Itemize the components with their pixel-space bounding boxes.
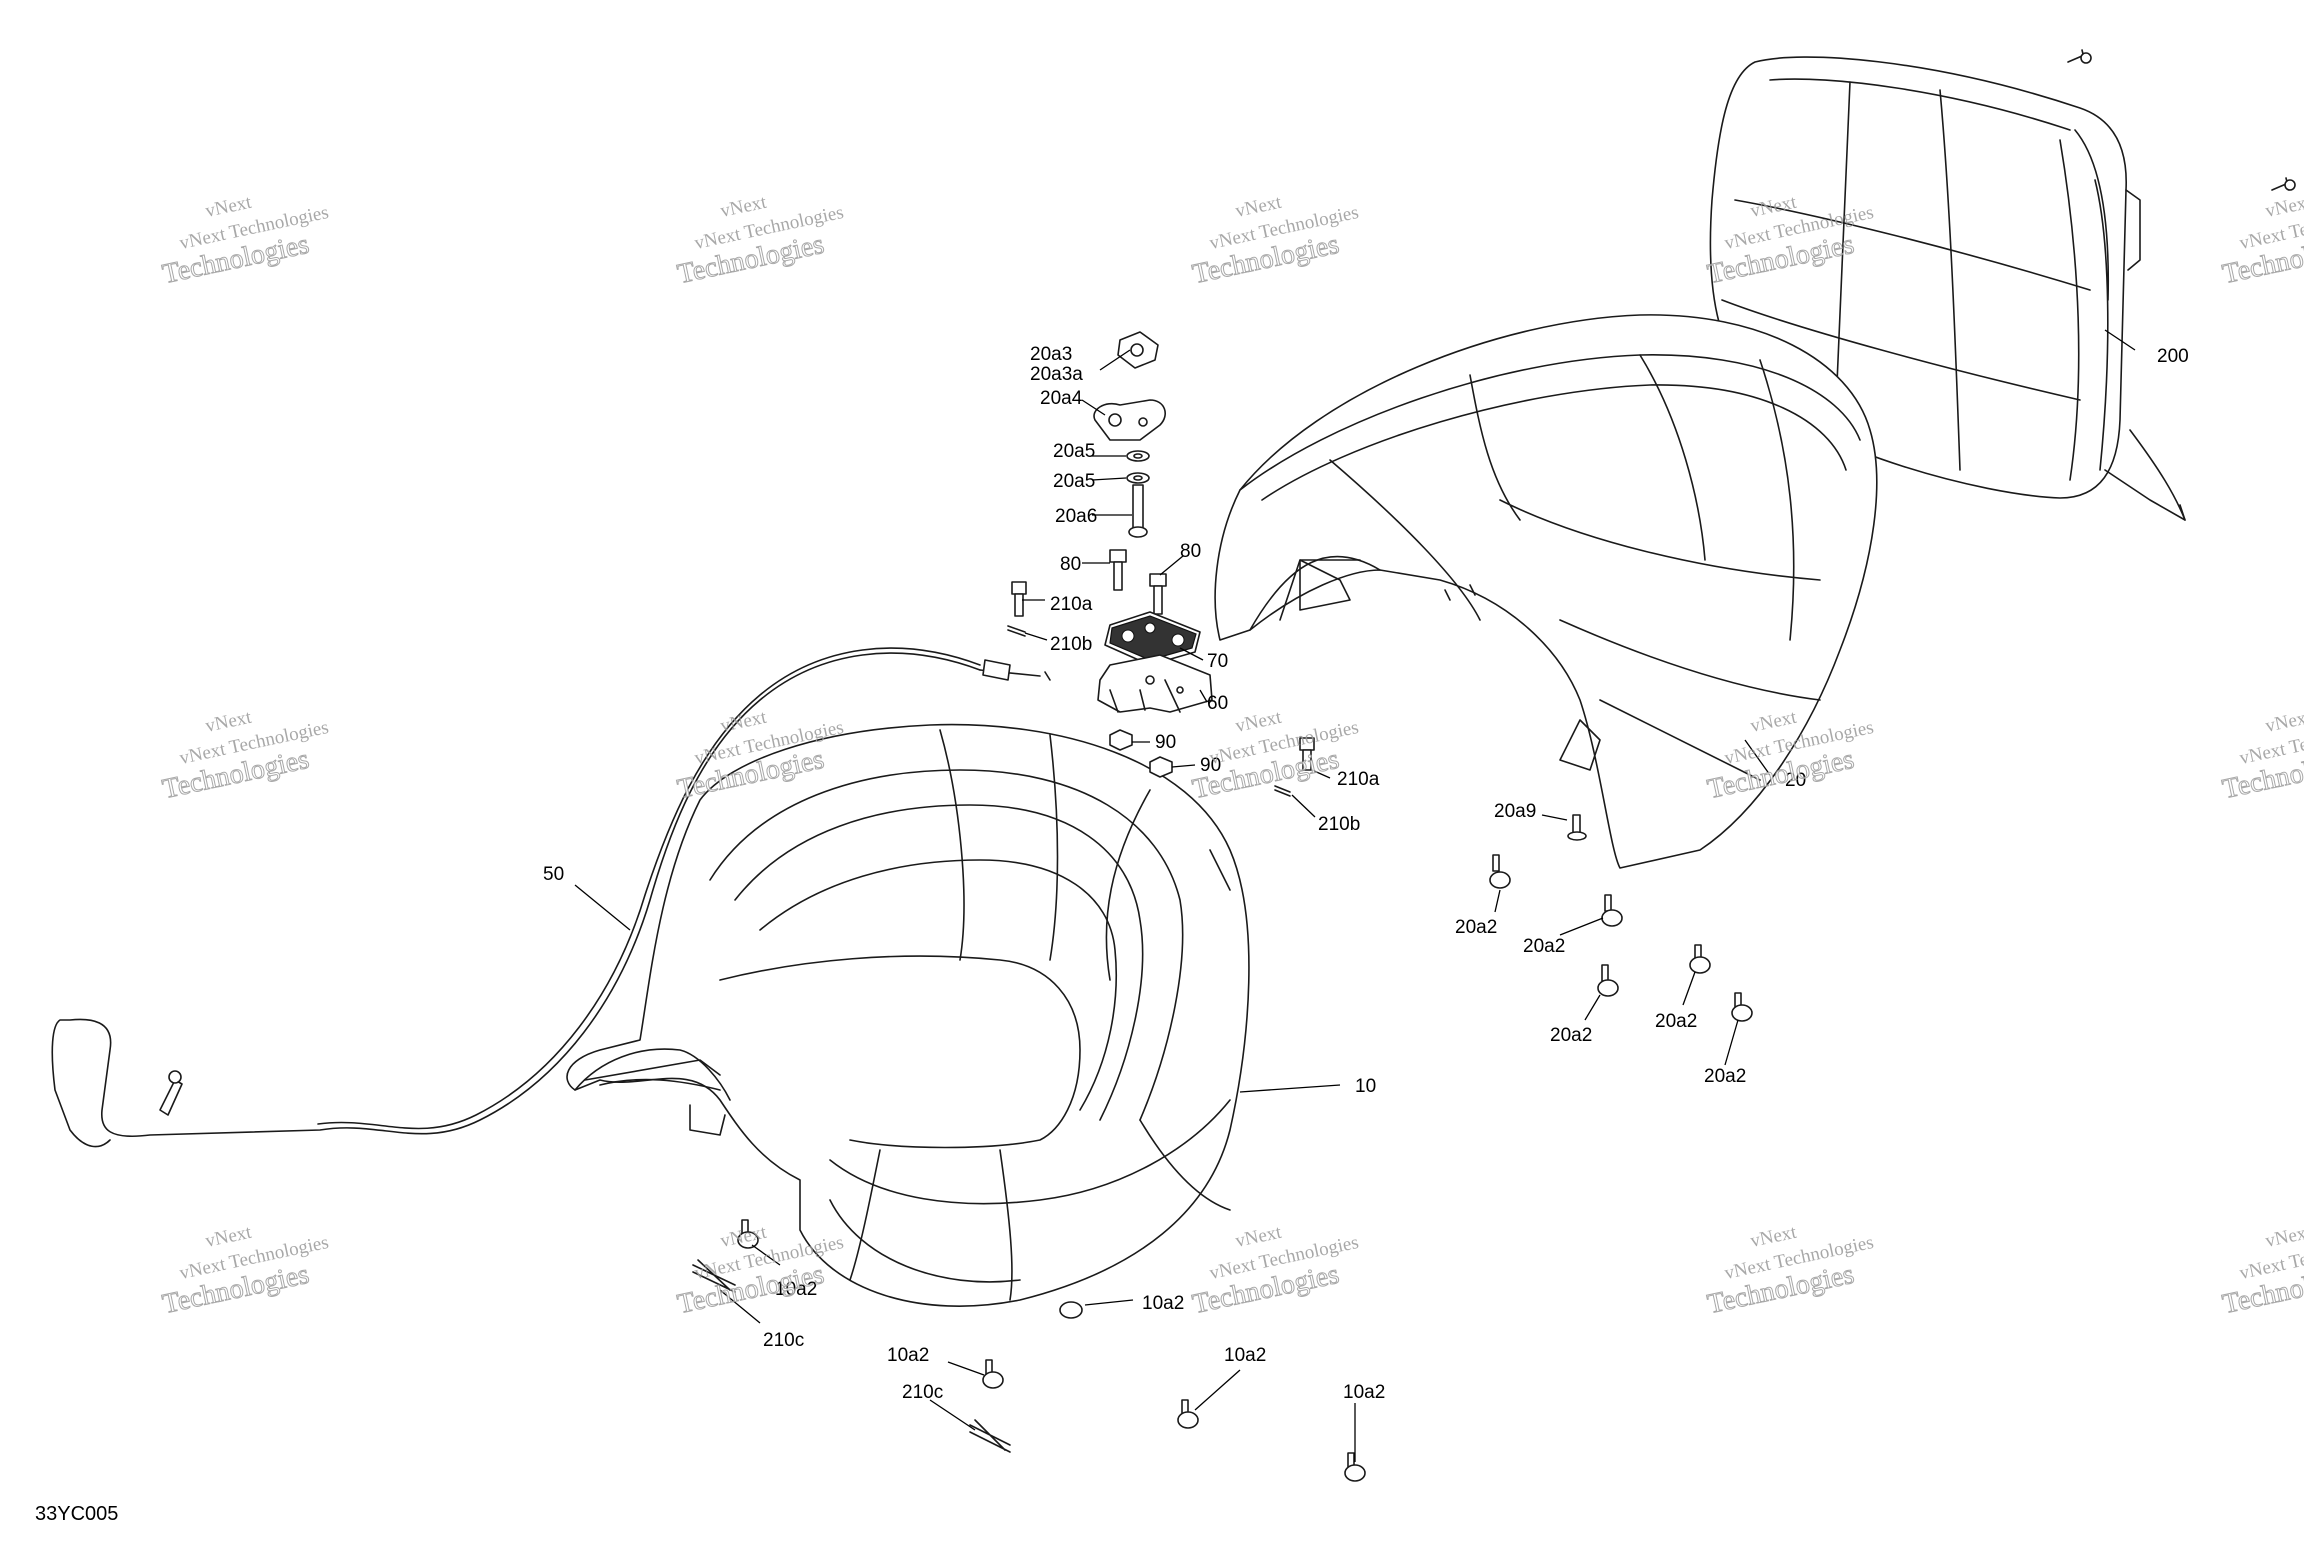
callout-10: 10 xyxy=(1355,1076,1376,1097)
watermark: vNext vNext Technologies Technologies xyxy=(1189,192,1360,291)
screw-icon xyxy=(2271,177,2296,191)
leader-lines xyxy=(574,329,2136,1462)
svg-text:vNext: vNext xyxy=(1234,192,1284,222)
bumper-part-20a2 xyxy=(1689,944,1711,974)
svg-text:vNext: vNext xyxy=(204,192,254,222)
callout-90: 90 xyxy=(1200,755,1221,776)
pin-part-20a6 xyxy=(1128,484,1148,538)
callout-60: 60 xyxy=(1207,693,1228,714)
screw-icon xyxy=(2067,49,2092,64)
callout-20a2: 20a2 xyxy=(1704,1066,1746,1087)
clip-part-210c xyxy=(969,1419,1011,1453)
watermark: vNext vNext Technologies Technologies xyxy=(674,192,845,291)
callout-20a5: 20a5 xyxy=(1053,471,1095,492)
cable-harness-part-50 xyxy=(51,647,1051,1148)
callout-20a2: 20a2 xyxy=(1550,1025,1592,1046)
svg-text:vNext: vNext xyxy=(1749,1222,1799,1252)
watermark: vNext vNext Technologies Technologies xyxy=(159,192,330,291)
svg-text:vNext: vNext xyxy=(1234,707,1284,737)
callout-10a2: 10a2 xyxy=(1343,1382,1385,1403)
watermark: vNext vNext Technologies Technologies xyxy=(1704,1222,1875,1321)
nut-part-90 xyxy=(1149,756,1173,778)
callout-210b: 210b xyxy=(1050,634,1092,655)
bolt-part-80 xyxy=(1149,573,1167,615)
callout-10a2: 10a2 xyxy=(775,1279,817,1300)
callout-labels: 20a3 20a3a 20a4 20a5 20a5 20a6 80 80 210… xyxy=(543,344,2189,1403)
callout-20a3a: 20a3a xyxy=(1030,364,1083,385)
bumper-part-10a2 xyxy=(737,1219,759,1249)
callout-20a9: 20a9 xyxy=(1494,801,1536,822)
callout-210a: 210a xyxy=(1050,594,1093,615)
bumper-part-10a2 xyxy=(1177,1399,1199,1429)
callout-210a: 210a xyxy=(1337,769,1380,790)
watermark: vNext vNext Technologies Technologies xyxy=(2219,707,2304,806)
passenger-seat-part-20 xyxy=(1214,314,1878,869)
plate-part-20a4 xyxy=(1093,399,1166,441)
screw-part-20a9 xyxy=(1567,814,1587,841)
bolt-part-80 xyxy=(1109,549,1127,591)
bumper-part-20a2 xyxy=(1489,854,1511,889)
svg-text:vNext: vNext xyxy=(719,192,769,222)
bumper-part-20a2 xyxy=(1601,894,1623,927)
callout-70: 70 xyxy=(1207,651,1228,672)
clip-part-210b xyxy=(1274,785,1291,797)
clip-part-210b xyxy=(1007,625,1026,637)
svg-text:vNext: vNext xyxy=(2264,192,2304,222)
bolt-part-210a xyxy=(1011,581,1027,617)
bumper-part-20a2 xyxy=(1597,964,1619,997)
svg-text:vNext: vNext xyxy=(204,707,254,737)
svg-text:vNext: vNext xyxy=(719,707,769,737)
latch-part-60 xyxy=(1097,654,1213,713)
watermark: vNext vNext Technologies Technologies xyxy=(2219,192,2304,291)
svg-text:vNext: vNext xyxy=(204,1222,254,1252)
washer-part-20a5 xyxy=(1126,450,1150,462)
washer-part-20a5 xyxy=(1126,472,1150,484)
watermark: vNext vNext Technologies Technologies xyxy=(2219,1222,2304,1321)
bumper-part-10a2 xyxy=(1344,1452,1366,1482)
callout-20a2: 20a2 xyxy=(1523,936,1565,957)
svg-text:vNext: vNext xyxy=(2264,1222,2304,1252)
callout-20: 20 xyxy=(1785,770,1806,791)
callout-20a2: 20a2 xyxy=(1455,917,1497,938)
svg-text:vNext: vNext xyxy=(719,1222,769,1252)
callout-20a6: 20a6 xyxy=(1055,506,1097,527)
callout-210c: 210c xyxy=(902,1382,943,1403)
callout-20a5: 20a5 xyxy=(1053,441,1095,462)
clip-part-210c xyxy=(692,1259,736,1293)
callout-10a2: 10a2 xyxy=(1224,1345,1266,1366)
bumper-part-10a2 xyxy=(1059,1301,1083,1319)
watermark: vNext vNext Technologies Technologies xyxy=(159,707,330,806)
callout-20a2: 20a2 xyxy=(1655,1011,1697,1032)
watermark: vNext vNext Technologies Technologies xyxy=(159,1222,330,1321)
callout-20a4: 20a4 xyxy=(1040,388,1083,409)
svg-text:vNext: vNext xyxy=(1234,1222,1284,1252)
drawing-code: 33YC005 xyxy=(35,1503,118,1525)
callout-80: 80 xyxy=(1180,541,1201,562)
callout-20a3: 20a3 xyxy=(1030,344,1072,365)
bumper-part-20a2 xyxy=(1731,992,1753,1022)
callout-10a2: 10a2 xyxy=(1142,1293,1184,1314)
watermark: vNext vNext Technologies Technologies xyxy=(1189,1222,1360,1321)
callout-10a2: 10a2 xyxy=(887,1345,929,1366)
driver-seat-part-10 xyxy=(566,723,1250,1307)
bolt-part-210a xyxy=(1299,737,1315,771)
callout-80: 80 xyxy=(1060,554,1081,575)
callout-90: 90 xyxy=(1155,732,1176,753)
bracket-part-70 xyxy=(1104,611,1201,666)
callout-210b: 210b xyxy=(1318,814,1360,835)
callout-50: 50 xyxy=(543,864,564,885)
callout-210c: 210c xyxy=(763,1330,804,1351)
callout-200: 200 xyxy=(2157,346,2189,367)
bumper-part-10a2 xyxy=(982,1359,1004,1389)
svg-text:vNext: vNext xyxy=(2264,707,2304,737)
nut-part-90 xyxy=(1109,729,1133,751)
square-nut-part-20a3 xyxy=(1117,331,1159,369)
